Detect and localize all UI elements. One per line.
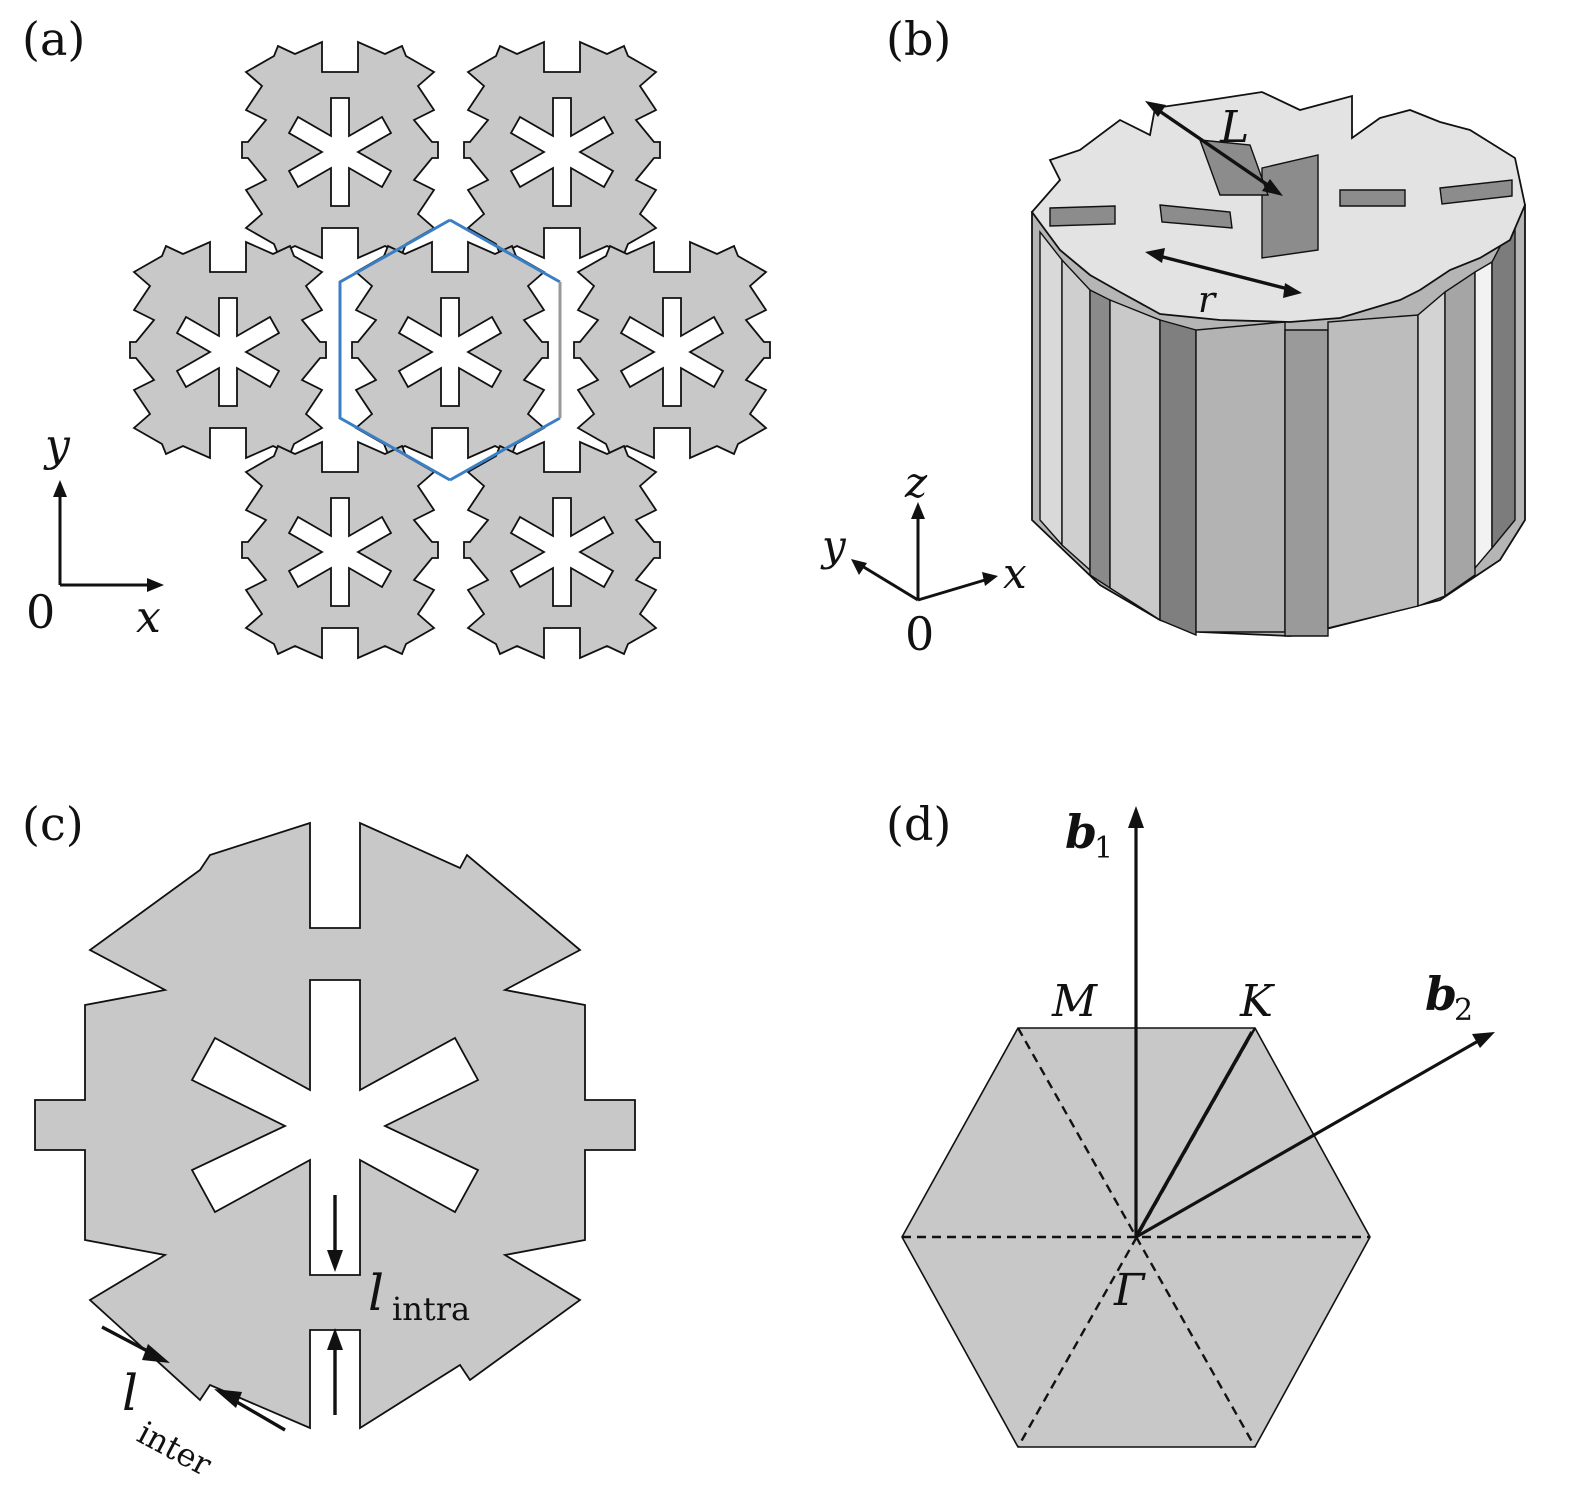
origin-label: 0 <box>26 585 55 639</box>
brillouin-zone <box>901 1027 1371 1448</box>
axis-x-label: x <box>136 592 161 643</box>
point-M-label: M <box>1051 976 1098 1027</box>
lattice-array <box>129 41 771 659</box>
lattice-cell <box>241 441 439 659</box>
b1-label: b <box>1065 805 1097 859</box>
panel-b: (b) <box>820 12 1526 661</box>
lattice-cell <box>129 241 327 459</box>
axes-3d: z x y 0 <box>820 458 1027 661</box>
point-Gamma-label: Γ <box>1113 1265 1146 1316</box>
unit-cell-outline <box>338 218 562 482</box>
panel-d: (d) b 1 b 2 M K Γ <box>886 797 1495 1448</box>
axis-x-label-3d: x <box>1003 549 1027 598</box>
point-K-label: K <box>1239 976 1275 1027</box>
panel-d-label: (d) <box>886 797 951 851</box>
b2-subscript: 2 <box>1454 993 1473 1028</box>
dimension-r-label: r <box>1198 280 1217 321</box>
dimension-L-label: L <box>1219 102 1249 153</box>
b2-label: b <box>1425 967 1457 1021</box>
panel-a: (a) y x 0 <box>22 12 771 659</box>
panel-c: (c) l intra l inter <box>22 797 636 1484</box>
l-intra-arrows: l intra <box>327 1195 470 1415</box>
lattice-cell <box>463 41 661 259</box>
lattice-cell <box>463 441 661 659</box>
b1-subscript: 1 <box>1094 831 1113 866</box>
l-intra-subscript: intra <box>392 1290 470 1328</box>
lattice-cell <box>241 41 439 259</box>
origin-label-3d: 0 <box>905 607 934 661</box>
l-intra-label: l <box>368 1264 384 1322</box>
panel-a-label: (a) <box>22 12 85 66</box>
panel-b-label: (b) <box>886 12 951 66</box>
l-inter-label: l <box>122 1364 138 1422</box>
enlarged-unit-cell <box>34 821 636 1430</box>
axis-y-label: y <box>43 420 71 471</box>
l-inter-subscript: inter <box>131 1414 218 1484</box>
axes-2d: y x 0 <box>26 420 164 643</box>
lattice-cell <box>351 241 549 459</box>
axis-y-label-3d: y <box>820 521 847 570</box>
axis-z-label: z <box>904 458 928 507</box>
panel-c-label: (c) <box>22 797 84 851</box>
reciprocal-vectors: b 1 b 2 <box>1065 805 1495 1239</box>
lattice-cell <box>573 241 771 459</box>
3d-pillar: L r <box>1030 91 1526 637</box>
